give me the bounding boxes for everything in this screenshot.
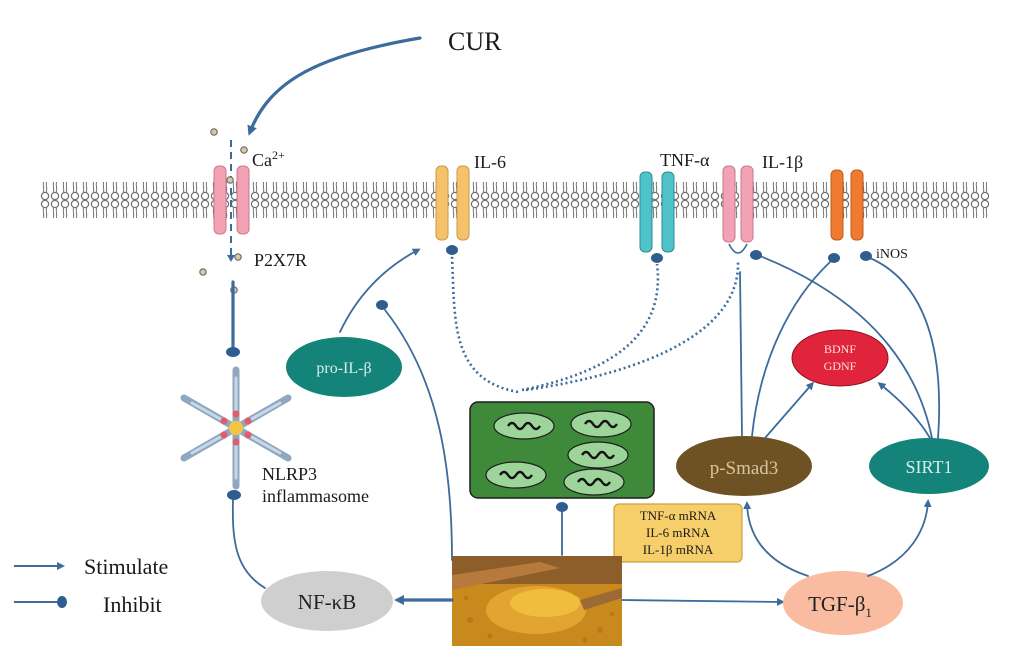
nlrp3-label-line2: inflammasome <box>262 486 369 506</box>
il1b-receptor <box>722 165 754 254</box>
bdnf-label: BDNF <box>824 342 856 356</box>
tnfa-label: TNF-α <box>660 150 710 170</box>
calcium-ions <box>199 128 248 294</box>
inhibit-cap-inos-right <box>860 251 872 261</box>
mrna-box: TNF-α mRNA IL-6 mRNA IL-1β mRNA <box>613 503 743 563</box>
inos-channel <box>830 169 864 241</box>
nfkb-to-nlrp3-line <box>231 499 266 589</box>
sirt1-to-bdnf-arrow <box>877 382 931 439</box>
inhibit-cap-il1b <box>750 250 762 260</box>
inhibit-cap-nlrp3 <box>226 347 240 357</box>
p2x7r-label: P2X7R <box>254 250 307 270</box>
mrna-tnfa: TNF-α mRNA <box>640 508 717 523</box>
dotted-to-tnfa <box>521 263 660 392</box>
mitochondria-panel <box>469 401 655 499</box>
legend: Stimulate Inhibit <box>14 554 168 617</box>
psmad3-to-il1b-line <box>739 271 743 437</box>
il6-label: IL-6 <box>474 152 506 172</box>
inhibit-cap-nlrp3-bottom <box>227 490 241 500</box>
legend-inhibit-label: Inhibit <box>103 592 162 617</box>
pro-il-b-node <box>286 337 402 397</box>
sirt1-to-il1b-line <box>759 255 933 439</box>
mrna-il6: IL-6 mRNA <box>646 525 711 540</box>
cur-label: CUR <box>448 27 502 56</box>
il1b-label: IL-1β <box>762 152 803 172</box>
cell-membrane <box>40 180 990 220</box>
tgfb1-label: TGF-β1 <box>808 592 872 620</box>
p-smad3-label: p-Smad3 <box>710 458 779 479</box>
psmad3-to-bdnf-arrow <box>764 381 814 439</box>
pro-il-b-label: pro-IL-β <box>316 360 371 377</box>
curcumin-to-tgfb1-arrow <box>621 597 785 606</box>
bdnf-gdnf-node <box>791 329 889 387</box>
nfkb-label: NF-κB <box>298 590 356 614</box>
dotted-to-il6 <box>450 255 519 394</box>
nfkb-node <box>261 571 393 631</box>
sirt1-node <box>869 438 989 494</box>
pro-il-b-to-il6-arrow <box>339 248 421 333</box>
nlrp3-label-line1: NLRP3 <box>262 464 317 484</box>
curcumin-to-upper-line <box>384 309 453 561</box>
p-smad3-node <box>676 436 812 496</box>
inhibit-cap-inos-left <box>828 253 840 263</box>
legend-stimulate-label: Stimulate <box>84 554 168 579</box>
tgfb1-node <box>783 571 903 635</box>
nlrp3-inflammasome-icon <box>180 366 292 490</box>
cur-arrow <box>247 36 422 136</box>
curcumin-powder-image <box>452 556 622 646</box>
sirt1-to-inos-line <box>869 257 941 439</box>
calcium-label: Ca2+ <box>252 148 285 170</box>
tnfa-receptor <box>639 171 675 263</box>
inhibit-cap-upper <box>376 300 388 310</box>
dotted-to-il1b <box>525 261 740 392</box>
gdnf-label: GDNF <box>824 359 857 373</box>
legend-inhibit-cap <box>57 596 67 608</box>
p2x7r-receptor <box>213 140 250 262</box>
inos-label: iNOS <box>876 247 908 262</box>
il6-receptor <box>435 165 470 255</box>
sirt1-label: SIRT1 <box>906 457 953 477</box>
tgfb1-to-psmad3-arrow <box>743 501 809 577</box>
tgfb1-to-sirt1-arrow <box>867 499 932 577</box>
psmad3-to-inos-line <box>751 261 831 437</box>
mrna-il1b: IL-1β mRNA <box>643 542 714 557</box>
inhibit-cap-mito <box>556 502 568 512</box>
